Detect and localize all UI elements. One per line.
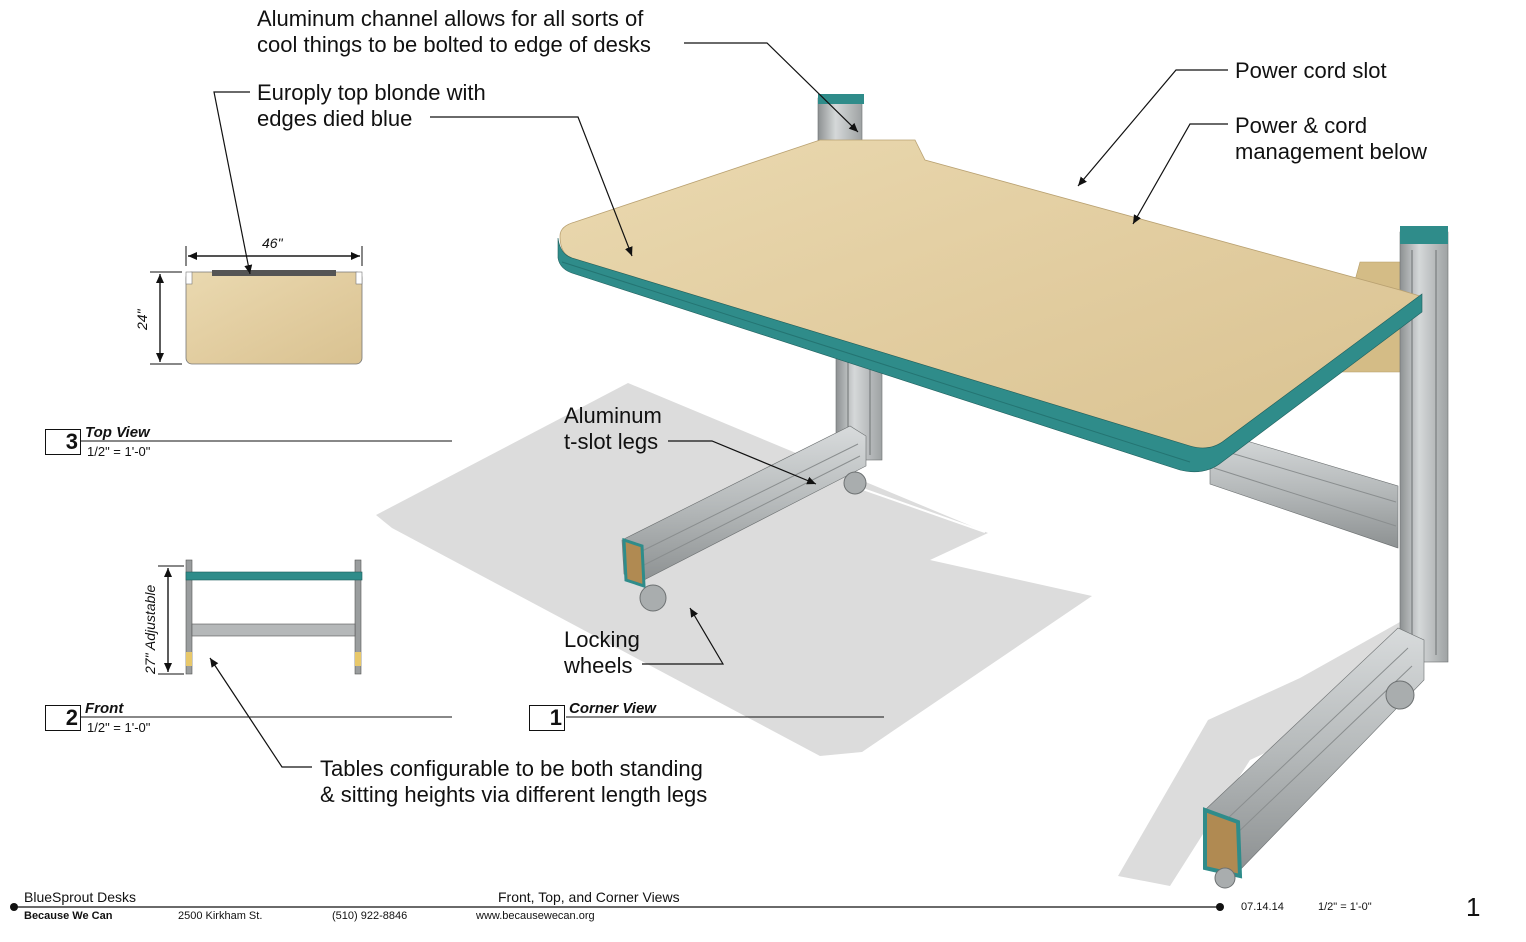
title-block-dot-left: [10, 903, 18, 911]
floor-shadow: [376, 383, 1410, 886]
title-block-phone: (510) 922-8846: [332, 910, 408, 922]
title-block-scale: 1/2" = 1'-0": [1318, 901, 1372, 913]
title-block-project: BlueSprout Desks: [24, 889, 137, 905]
title-block-dot-right: [1216, 903, 1224, 911]
callout-tslot-legs-line1: Aluminum: [564, 403, 662, 428]
title-block-sheet-title: Front, Top, and Corner Views: [498, 889, 680, 905]
left-foot-beam: [621, 425, 867, 612]
view-title-corner-view: Corner View: [569, 700, 656, 717]
view-number-1-text: 1: [549, 705, 562, 730]
callout-tables-configurable: Tables configurable to be both standing …: [320, 756, 707, 808]
view-number-3-text: 3: [65, 429, 78, 454]
view-scale-front: 1/2" = 1'-0": [87, 720, 151, 735]
desk-top: [557, 139, 1423, 473]
view-title-top-view: Top View: [85, 424, 150, 441]
view-number-1: 1: [529, 705, 565, 731]
callout-tables-configurable-line2: & sitting heights via different length l…: [320, 782, 708, 807]
callout-aluminum-channel-line2: cool things to be bolted to edge of desk…: [257, 32, 651, 57]
view-number-2: 2: [45, 705, 81, 731]
title-block-page-number: 1: [1466, 892, 1481, 922]
view-number-2-text: 2: [65, 705, 78, 730]
callout-tslot-legs-line2: t-slot legs: [564, 429, 659, 454]
title-block-company: Because We Can: [24, 910, 113, 922]
view-scale-top-view: 1/2" = 1'-0": [87, 444, 151, 459]
title-block-address: 2500 Kirkham St.: [178, 910, 263, 922]
dimension-top-depth: 24": [134, 309, 150, 330]
dimension-top-width: 46": [262, 235, 283, 251]
dimension-front-height: 27" Adjustable: [142, 584, 158, 674]
shadow-highlight: [859, 487, 986, 533]
callout-power-management-line2: management below: [1235, 139, 1428, 164]
callout-europly-top-line2: edges died blue: [257, 106, 413, 131]
callout-aluminum-channel: Aluminum channel allows for all sorts of…: [257, 6, 651, 58]
callout-europly-top-line1: Europly top blonde with: [257, 80, 486, 105]
callout-power-cord-slot: Power cord slot: [1235, 58, 1387, 83]
callout-europly-top: Europly top blonde with edges died blue: [257, 80, 486, 132]
callout-tslot-legs: Aluminum t-slot legs: [564, 403, 662, 455]
callout-locking-wheels-line2: wheels: [564, 653, 633, 678]
callout-locking-wheels: Locking wheels: [564, 627, 640, 679]
title-block-website: www.becausewecan.org: [476, 910, 595, 922]
callout-tables-configurable-line1: Tables configurable to be both standing: [320, 756, 703, 781]
callout-locking-wheels-line1: Locking: [564, 627, 640, 652]
top-view-drawing: [150, 246, 363, 365]
front-view-drawing: [158, 559, 363, 675]
view-number-3: 3: [45, 429, 81, 455]
callout-aluminum-channel-line1: Aluminum channel allows for all sorts of: [257, 6, 644, 31]
callout-power-management: Power & cord management below: [1235, 113, 1427, 165]
callout-power-management-line1: Power & cord: [1235, 113, 1368, 138]
leader-lines: [209, 42, 1228, 768]
title-block-date: 07.14.14: [1241, 901, 1284, 913]
view-title-front: Front: [85, 700, 124, 717]
